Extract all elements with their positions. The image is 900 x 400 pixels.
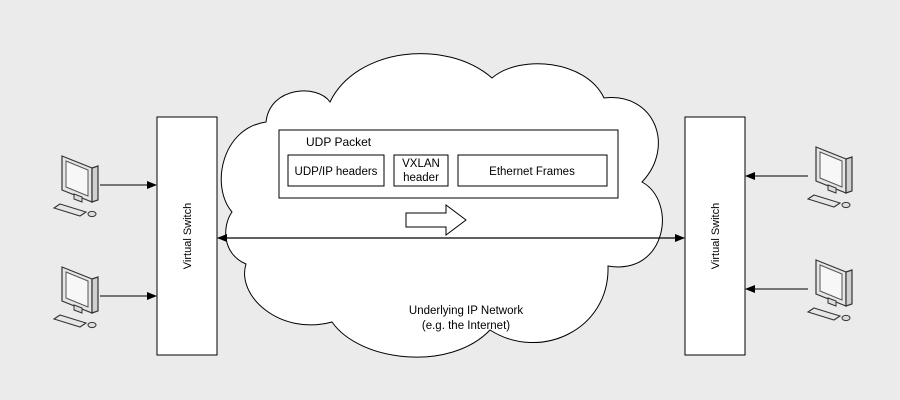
- desktop-computer-icon: [53, 155, 99, 218]
- vxlan-header-label-line1: VXLAN: [402, 158, 440, 170]
- right-virtual-switch: [684, 116, 746, 356]
- packet-direction-arrow: [405, 204, 467, 236]
- left-virtual-switch-label: Virtual Switch: [182, 203, 194, 269]
- desktop-computer-icon: [53, 266, 99, 329]
- desktop-computer-icon: [807, 146, 853, 209]
- udp-ip-headers-label: UDP/IP headers: [295, 166, 378, 178]
- vxlan-header-label-line2: header: [403, 172, 439, 184]
- right-virtual-switch-label: Virtual Switch: [710, 203, 722, 269]
- vxlan-header-box: [393, 154, 449, 187]
- network-label-line1: Underlying IP Network: [409, 305, 523, 317]
- udp-ip-headers-box: [287, 154, 385, 187]
- network-label-line2: (e.g. the Internet): [422, 320, 510, 332]
- ip-network-cloud: [220, 53, 663, 358]
- left-virtual-switch: [156, 116, 218, 356]
- udp-packet-title: UDP Packet: [306, 135, 372, 149]
- desktop-computer-icon: [807, 259, 853, 322]
- ethernet-frames-box: [457, 154, 608, 187]
- ethernet-frames-label: Ethernet Frames: [489, 166, 575, 178]
